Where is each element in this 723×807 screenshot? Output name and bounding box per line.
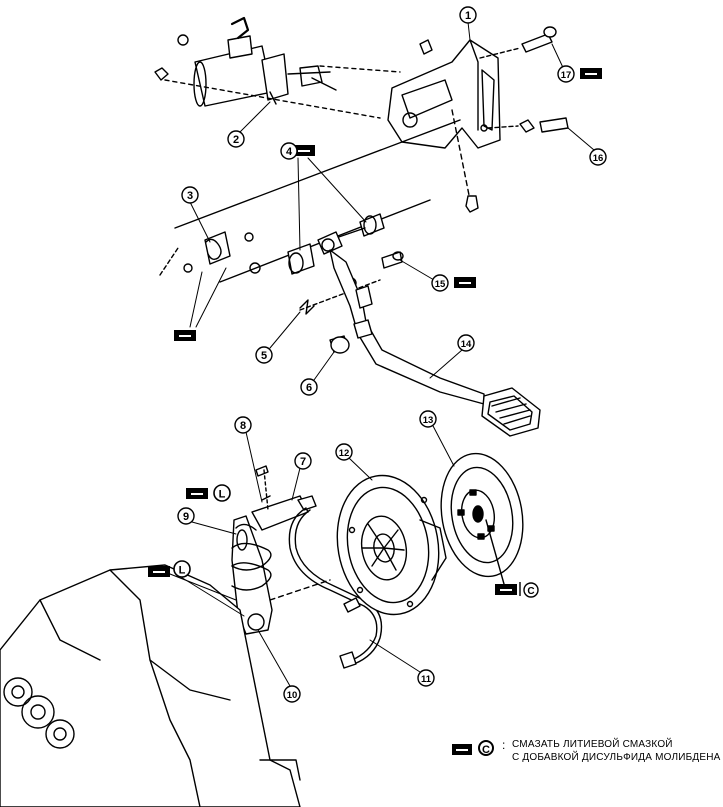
- callout-5-circle: [255, 346, 273, 364]
- callout-14-text: 14: [461, 339, 472, 350]
- callout-4-text: 4: [286, 146, 293, 158]
- grease-markers: [148, 68, 602, 595]
- callout-7: 7: [294, 452, 312, 470]
- callout-12: 12: [335, 443, 353, 461]
- transmission-housing: [0, 564, 331, 807]
- svg-text:L: L: [179, 565, 186, 577]
- svg-text:C: C: [527, 586, 534, 597]
- svg-text:L: L: [219, 489, 226, 501]
- grease-marker-3: [174, 330, 196, 341]
- callout-12-circle: [335, 443, 353, 461]
- callout-15-circle: [431, 274, 449, 292]
- pedal-bracket: [387, 39, 501, 213]
- callout-13-circle: [419, 410, 437, 428]
- callout-13: 13: [419, 410, 437, 428]
- callout-16: 16: [589, 148, 607, 166]
- grease-marker-13: [495, 584, 517, 595]
- callout-15: 15: [431, 274, 449, 292]
- release-fork: [231, 515, 273, 635]
- callout-3: 3: [181, 186, 199, 204]
- clutch-hose: [288, 507, 383, 669]
- callout-14: 14: [457, 334, 475, 352]
- clutch-disc: [440, 452, 524, 585]
- callout-6-text: 6: [306, 382, 312, 394]
- callout-1-circle: [459, 6, 477, 24]
- leader-lines: [169, 21, 595, 687]
- callout-10-circle: [283, 685, 301, 703]
- grease-marker-4: [293, 145, 315, 156]
- callout-9: 9: [177, 507, 195, 525]
- callout-9-text: 9: [183, 511, 189, 523]
- grease-marker-8: [186, 488, 208, 499]
- bolt-17: [479, 26, 557, 59]
- callout-3-circle: [181, 186, 199, 204]
- callout-4: 4: [280, 142, 298, 160]
- callout-5: 5: [255, 346, 273, 364]
- callout-4-circle: [280, 142, 298, 160]
- callout-15-text: 15: [435, 279, 446, 290]
- callout-1-text: 1: [465, 10, 471, 22]
- callout-13-text: 13: [423, 415, 434, 426]
- callout-16-circle: [589, 148, 607, 166]
- callout-17: 17: [557, 65, 575, 83]
- callout-11-text: 11: [421, 674, 432, 685]
- master-cylinder: [154, 16, 401, 119]
- callout-7-circle: [294, 452, 312, 470]
- callout-12-text: 12: [339, 448, 350, 459]
- callout-10: 10: [283, 685, 301, 703]
- callout-1: 1: [459, 6, 477, 24]
- callout-7-text: 7: [300, 456, 306, 468]
- callout-6: 6: [300, 378, 318, 396]
- callout-2-circle: [227, 130, 245, 148]
- callout-17-text: 17: [561, 70, 572, 81]
- callout-11-circle: [417, 669, 435, 687]
- callout-17-circle: [557, 65, 575, 83]
- clutch-cover: [336, 474, 447, 616]
- callout-8-circle: [234, 416, 252, 434]
- grease-marker-10: [148, 566, 170, 577]
- release-cylinder: [251, 465, 317, 531]
- moly-marker: C: [519, 582, 539, 598]
- callout-16-text: 16: [593, 153, 604, 164]
- callout-2-text: 2: [233, 134, 239, 146]
- callout-6-circle: [300, 378, 318, 396]
- callout-9-circle: [177, 507, 195, 525]
- callout-5-text: 5: [261, 350, 267, 362]
- legend-colon: :: [502, 738, 506, 752]
- callout-3-text: 3: [187, 190, 193, 202]
- legend: C : СМАЗАТЬ ЛИТИЕВОЙ СМАЗКОЙ С ДОБАВКОЙ …: [452, 736, 720, 776]
- grease-marker-17: [580, 68, 602, 79]
- pivot-assembly: [159, 119, 461, 354]
- grease-icon: [452, 744, 472, 755]
- callout-2: 2: [227, 130, 245, 148]
- grease-marker-15: [454, 277, 476, 288]
- callout-14-circle: [457, 334, 475, 352]
- callout-8-text: 8: [240, 420, 246, 432]
- legend-line-1: СМАЗАТЬ ЛИТИЕВОЙ СМАЗКОЙ: [512, 739, 673, 750]
- callout-8: 8: [234, 416, 252, 434]
- legend-line-2: С ДОБАВКОЙ ДИСУЛЬФИДА МОЛИБДЕНА: [512, 752, 721, 763]
- loctite-marker-lower: L: [173, 560, 191, 578]
- callout-10-text: 10: [287, 690, 298, 701]
- loctite-marker-upper: L: [213, 484, 231, 502]
- callout-11: 11: [417, 669, 435, 687]
- moly-symbol-icon: C: [478, 740, 494, 756]
- clutch-pedal: [329, 249, 541, 437]
